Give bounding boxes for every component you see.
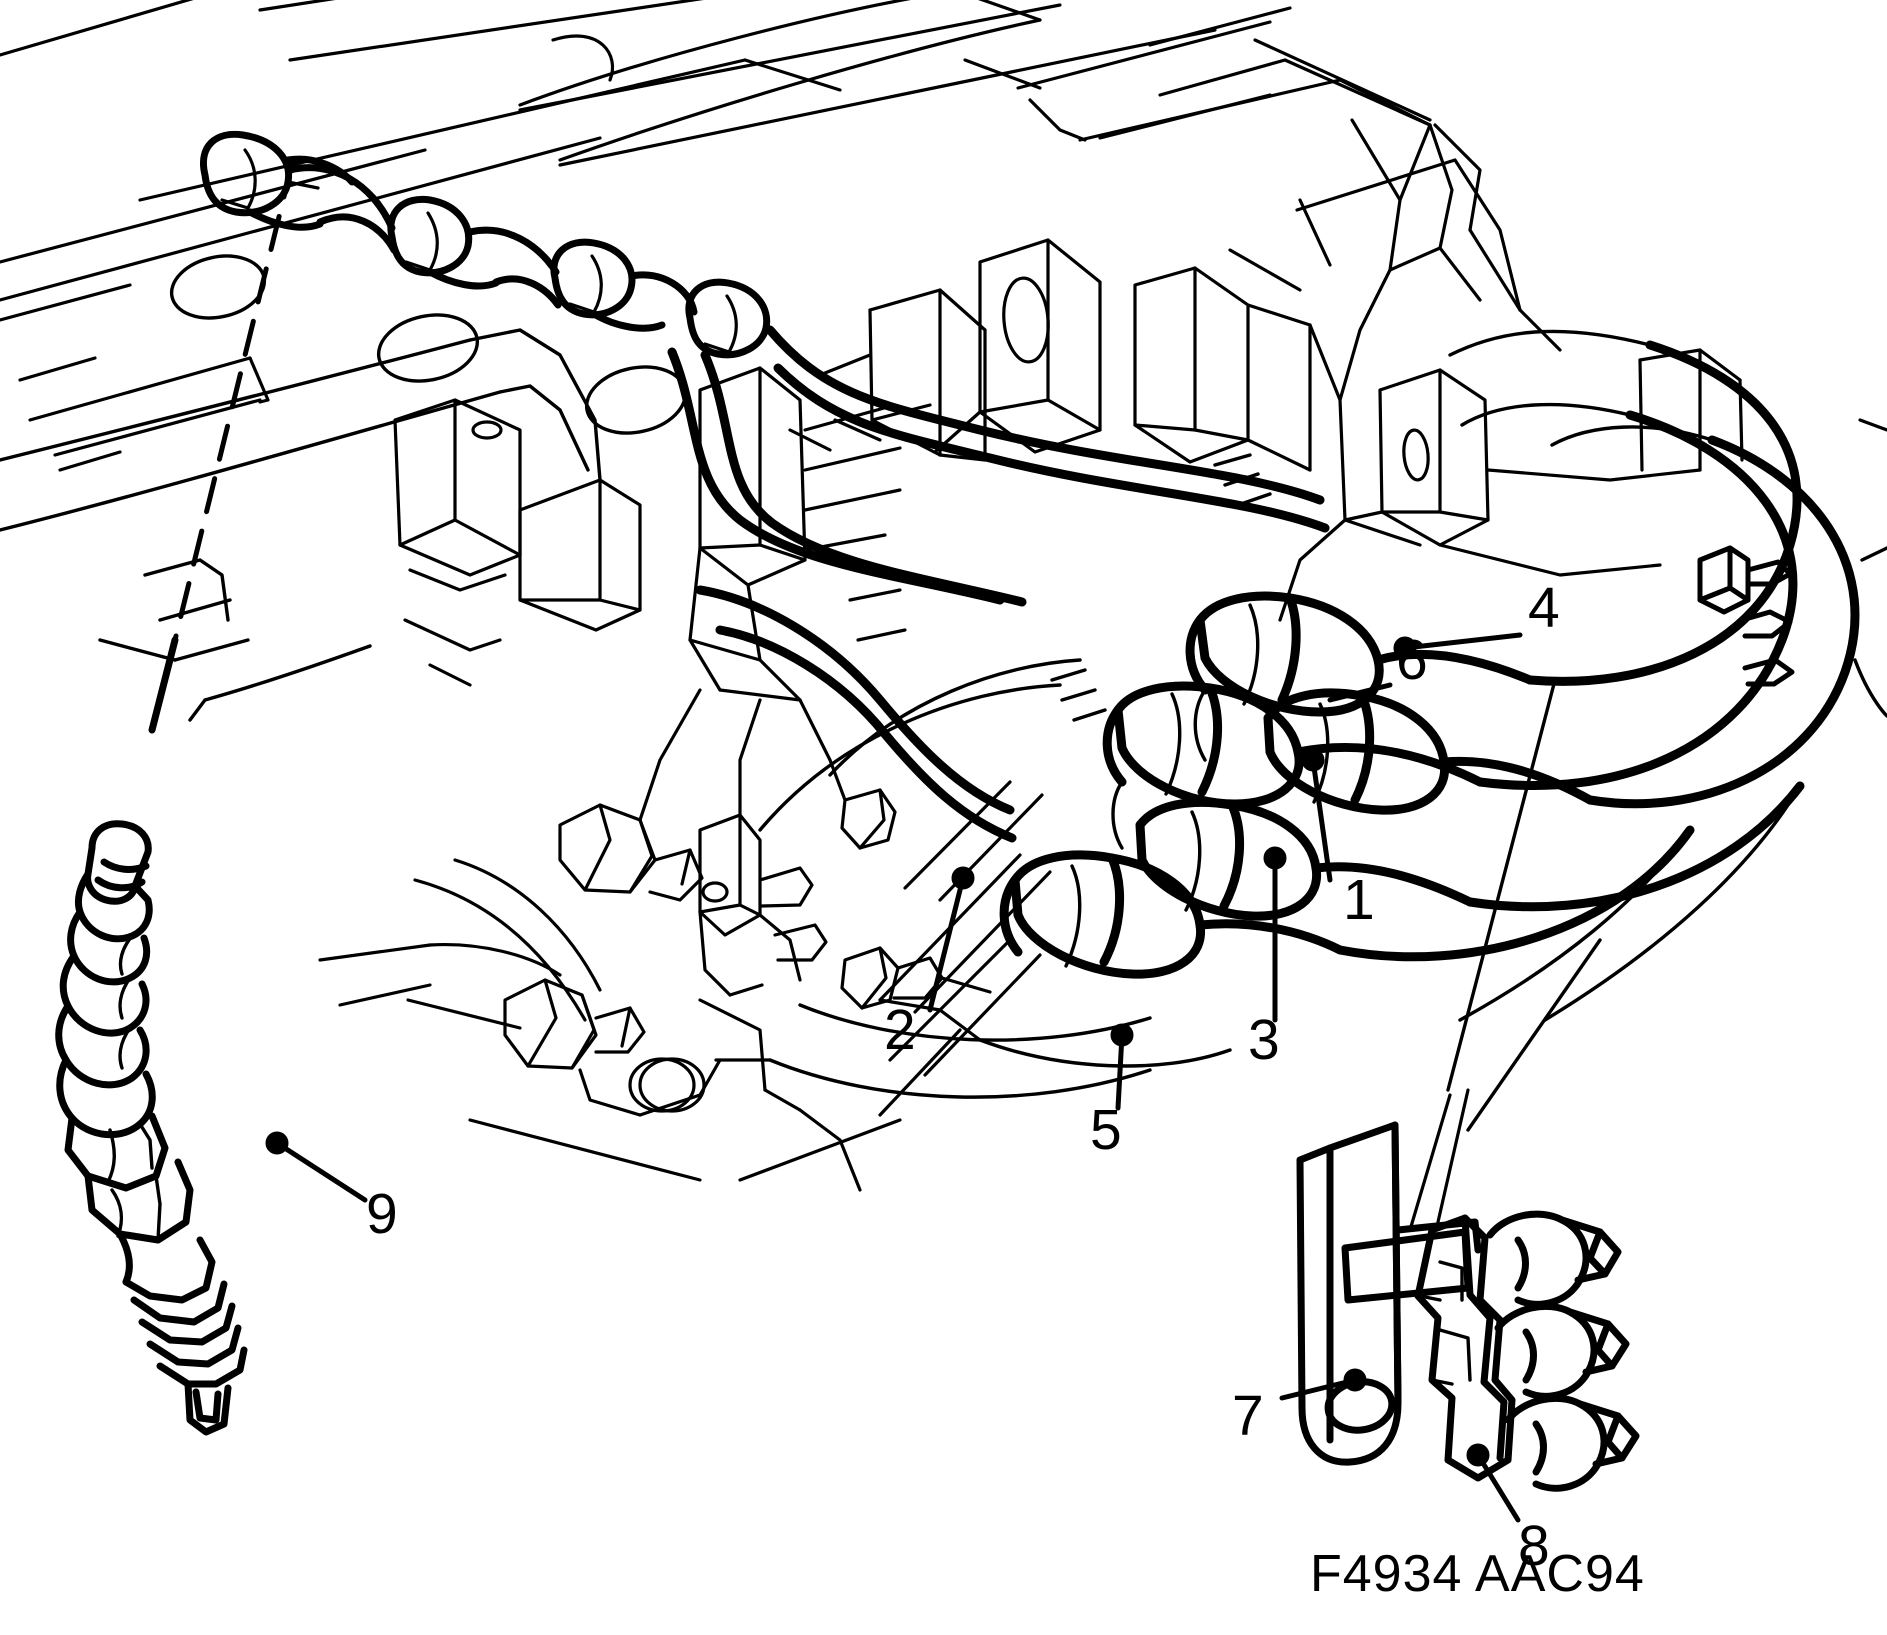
lead-stub-3 — [628, 271, 698, 316]
lead-stub-1 — [286, 164, 398, 254]
lower-left-hatching — [878, 780, 1052, 1117]
spark-plug-detail — [106, 934, 162, 1242]
lower-left-mechanism — [318, 688, 992, 1192]
lead-boot-lower-5 — [1135, 797, 1322, 921]
lead-boot-lower-4 — [999, 850, 1206, 979]
mounting-bracket-strap — [1296, 1121, 1482, 1466]
cable-bundle-right-highlight — [1448, 329, 1887, 718]
lead-boot-cylinder-4 — [685, 278, 771, 359]
upper-right-strut — [1228, 58, 1562, 402]
lead-boot-cylinder-2 — [387, 195, 500, 290]
dashed-leader-to-plug-hole — [172, 161, 295, 643]
callout-leaders — [265, 632, 1523, 1523]
central-bracket-casting — [788, 238, 1887, 622]
callout-label-4: 4 — [1528, 576, 1560, 640]
valve-cover-body — [0, 328, 602, 722]
callout-label-6: 6 — [1396, 628, 1428, 692]
callout-label-9: 9 — [366, 1182, 398, 1246]
callout-label-5: 5 — [1090, 1098, 1122, 1162]
valve-cover-deck — [0, 0, 1217, 472]
callout-label-7: 7 — [1232, 1384, 1264, 1448]
lower-arc-guard — [758, 658, 1232, 1099]
lead-sleeve-marks — [1050, 453, 1272, 722]
callout-label-1: 1 — [1343, 868, 1375, 932]
cable-clip-on-bracket — [1697, 545, 1795, 687]
callout-label-3: 3 — [1248, 1008, 1280, 1072]
spark-plug — [55, 820, 248, 1436]
callout-label-8: 8 — [1518, 1514, 1550, 1578]
valve-cover-right-flange — [393, 398, 642, 687]
lower-right-cable-ends — [1446, 678, 1802, 1132]
bulkhead-panel — [518, 0, 1482, 232]
lead-stub-2 — [466, 226, 562, 309]
cable-clip-holder-comb — [1414, 1210, 1640, 1492]
cable-bundle-right — [1335, 340, 1860, 962]
assembly-guide-lines — [1408, 1088, 1470, 1232]
figure-caption: F4934 AAC94 — [1310, 1545, 1645, 1603]
lead-boot-cylinder-3 — [550, 238, 666, 332]
ignition-lead-cable-a — [667, 347, 1027, 607]
clip-holder-detail — [1418, 1260, 1472, 1386]
callout-label-2: 2 — [884, 998, 916, 1062]
ignition-lead-cable-c — [695, 585, 1017, 843]
lead-tails-right — [1195, 649, 1595, 955]
